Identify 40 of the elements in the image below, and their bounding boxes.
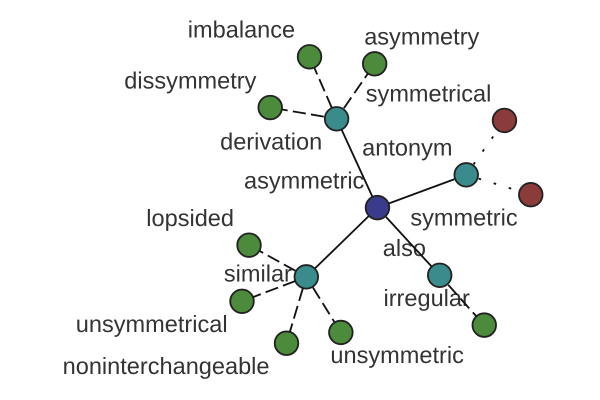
node-circle [362,51,388,76]
node-label: dissymmetry [124,67,256,94]
node-label: irregular [383,285,470,312]
node-label: symmetric [410,204,518,230]
node-circle [454,162,479,188]
connector [312,287,335,322]
node-label: similar [224,260,292,286]
node-circle [364,194,390,220]
node-circle [492,108,518,134]
node-circle [229,288,255,314]
node-circle [296,44,322,70]
connector [388,178,455,204]
node-circle [294,264,319,290]
node-label: antonym [362,134,453,161]
node-circle [472,312,497,338]
node-circle [324,106,350,132]
node-label: noninterchangeable [62,352,270,379]
node-label: asymmetry [364,24,480,50]
connector [343,73,369,109]
node-label: symmetrical [366,80,492,106]
connector [260,250,296,272]
connector [289,288,304,332]
node-label: asymmetric [244,168,364,194]
node-circle [274,330,300,356]
node-circle [258,94,283,120]
node-label: imbalance [188,16,296,43]
node-circle [236,232,262,258]
connector [314,68,333,108]
connector [448,284,477,317]
connector [340,129,374,198]
node-label: derivation [220,128,322,154]
node-circle [427,262,452,288]
connector [282,108,324,118]
node-label: lopsided [146,205,234,232]
node-label: unsymmetric [330,342,464,368]
node-circle [328,320,354,346]
connector [252,280,296,298]
connector [314,215,370,269]
node-label: unsymmetrical [76,310,228,337]
node-circle [518,182,544,208]
